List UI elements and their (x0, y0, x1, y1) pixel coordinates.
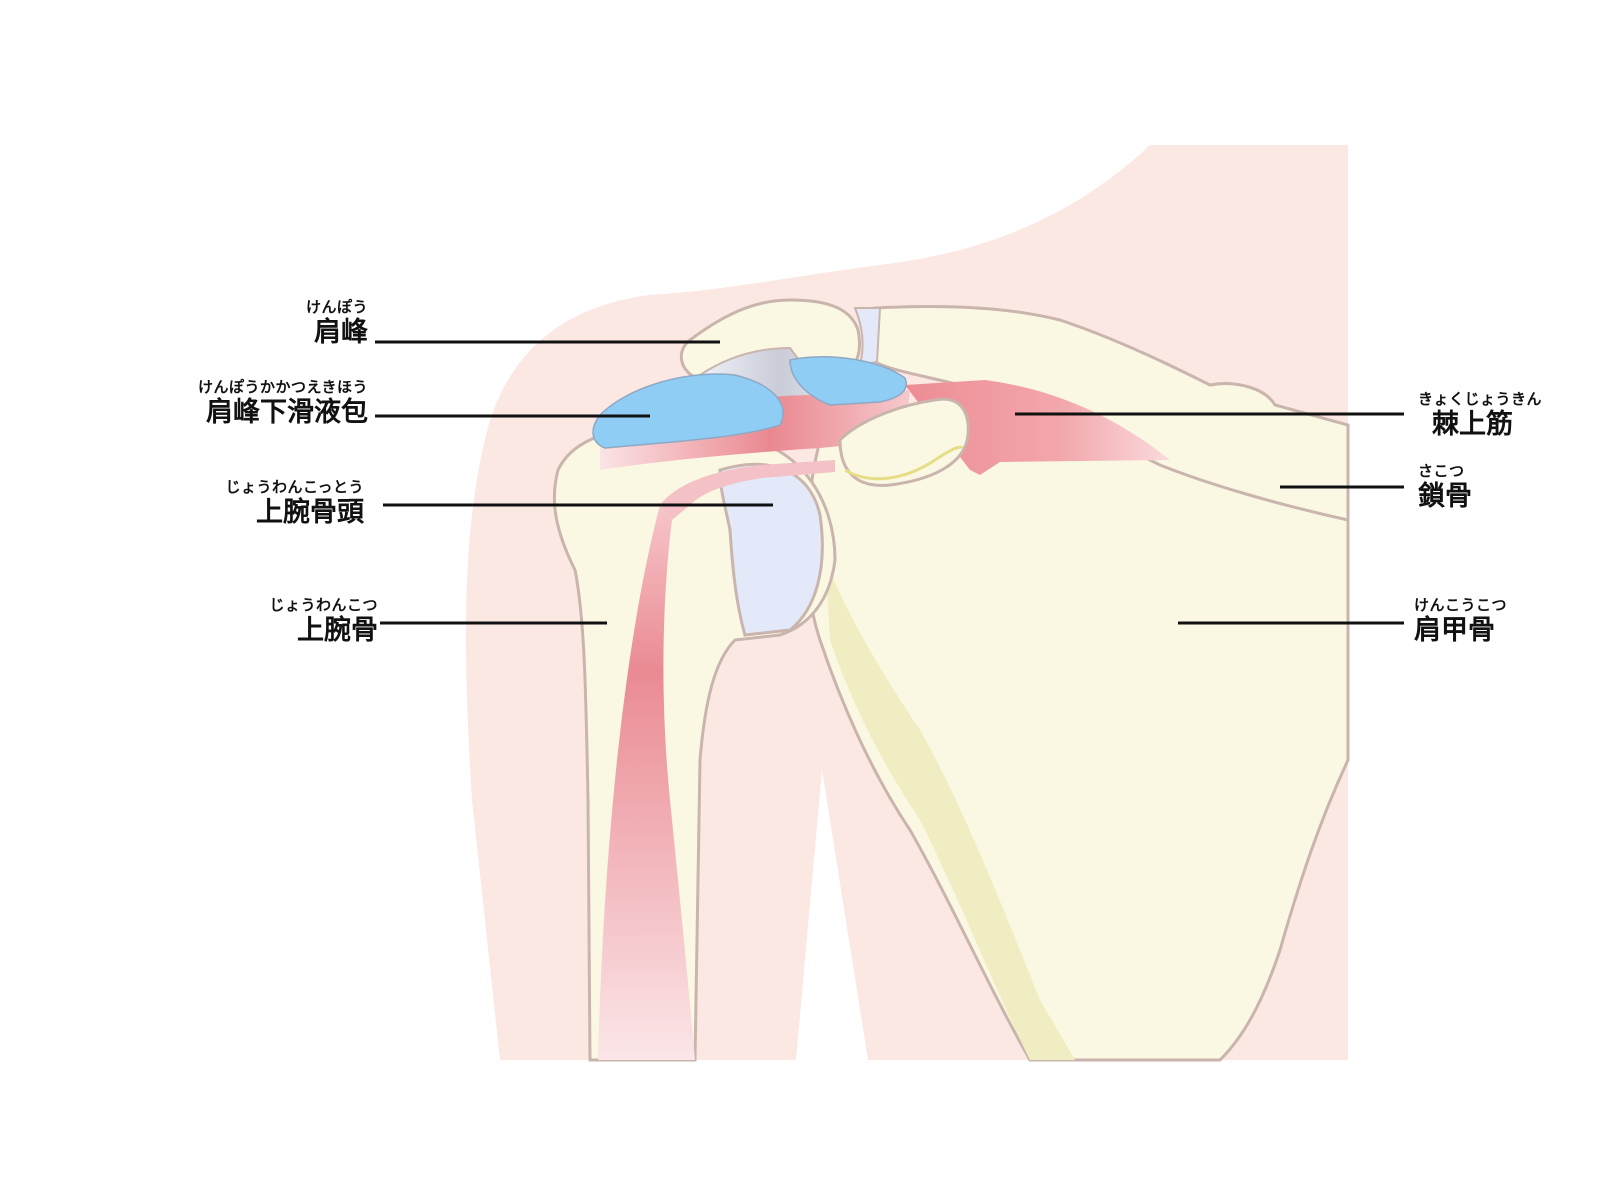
label-humeral-head-name: 上腕骨頭 (256, 497, 364, 528)
label-clavicle-ruby: さこつ (1418, 462, 1465, 480)
label-scapula-ruby: けんこうこつ (1414, 596, 1508, 614)
label-humerus: じょうわんこつ 上腕骨 (269, 594, 378, 646)
bursa-left (592, 373, 784, 449)
humeral-head-cartilage (718, 462, 824, 637)
label-humerus-ruby: じょうわんこつ (269, 596, 378, 614)
label-bursa: けんぽうかかつえきほう 肩峰下滑液包 (198, 376, 368, 428)
label-acromion-name: 肩峰 (314, 317, 368, 348)
label-acromion: けんぽう 肩峰 (306, 296, 368, 348)
label-acromion-ruby: けんぽう (305, 298, 368, 316)
label-humeral-head-ruby: じょうわんこっとう (225, 478, 364, 496)
label-supraspinatus-name: 棘上筋 (1432, 409, 1513, 440)
label-humerus-name: 上腕骨 (297, 615, 378, 646)
biceps-tendon (660, 460, 835, 520)
label-supraspinatus-ruby: きょくじょうきん (1418, 390, 1543, 408)
label-scapula: けんこうこつ 肩甲骨 (1414, 594, 1507, 646)
label-bursa-ruby: けんぽうかかつえきほう (197, 378, 368, 396)
label-supraspinatus: きょくじょうきん 棘上筋 (1418, 388, 1542, 440)
bursa-right (789, 356, 907, 406)
label-bursa-name: 肩峰下滑液包 (206, 397, 368, 428)
ac-joint-cartilage (853, 307, 882, 367)
biceps-muscle (598, 505, 695, 1060)
label-scapula-name: 肩甲骨 (1414, 615, 1495, 646)
label-clavicle-name: 鎖骨 (1418, 481, 1472, 512)
coracoid-edge-line (844, 445, 964, 481)
coracoid-process (838, 397, 970, 487)
label-humeral-head: じょうわんこっとう 上腕骨頭 (226, 476, 364, 528)
label-clavicle: さこつ 鎖骨 (1418, 460, 1472, 512)
scapula-border-band (825, 560, 1075, 1060)
supraspinatus-muscle-right (905, 380, 1170, 475)
